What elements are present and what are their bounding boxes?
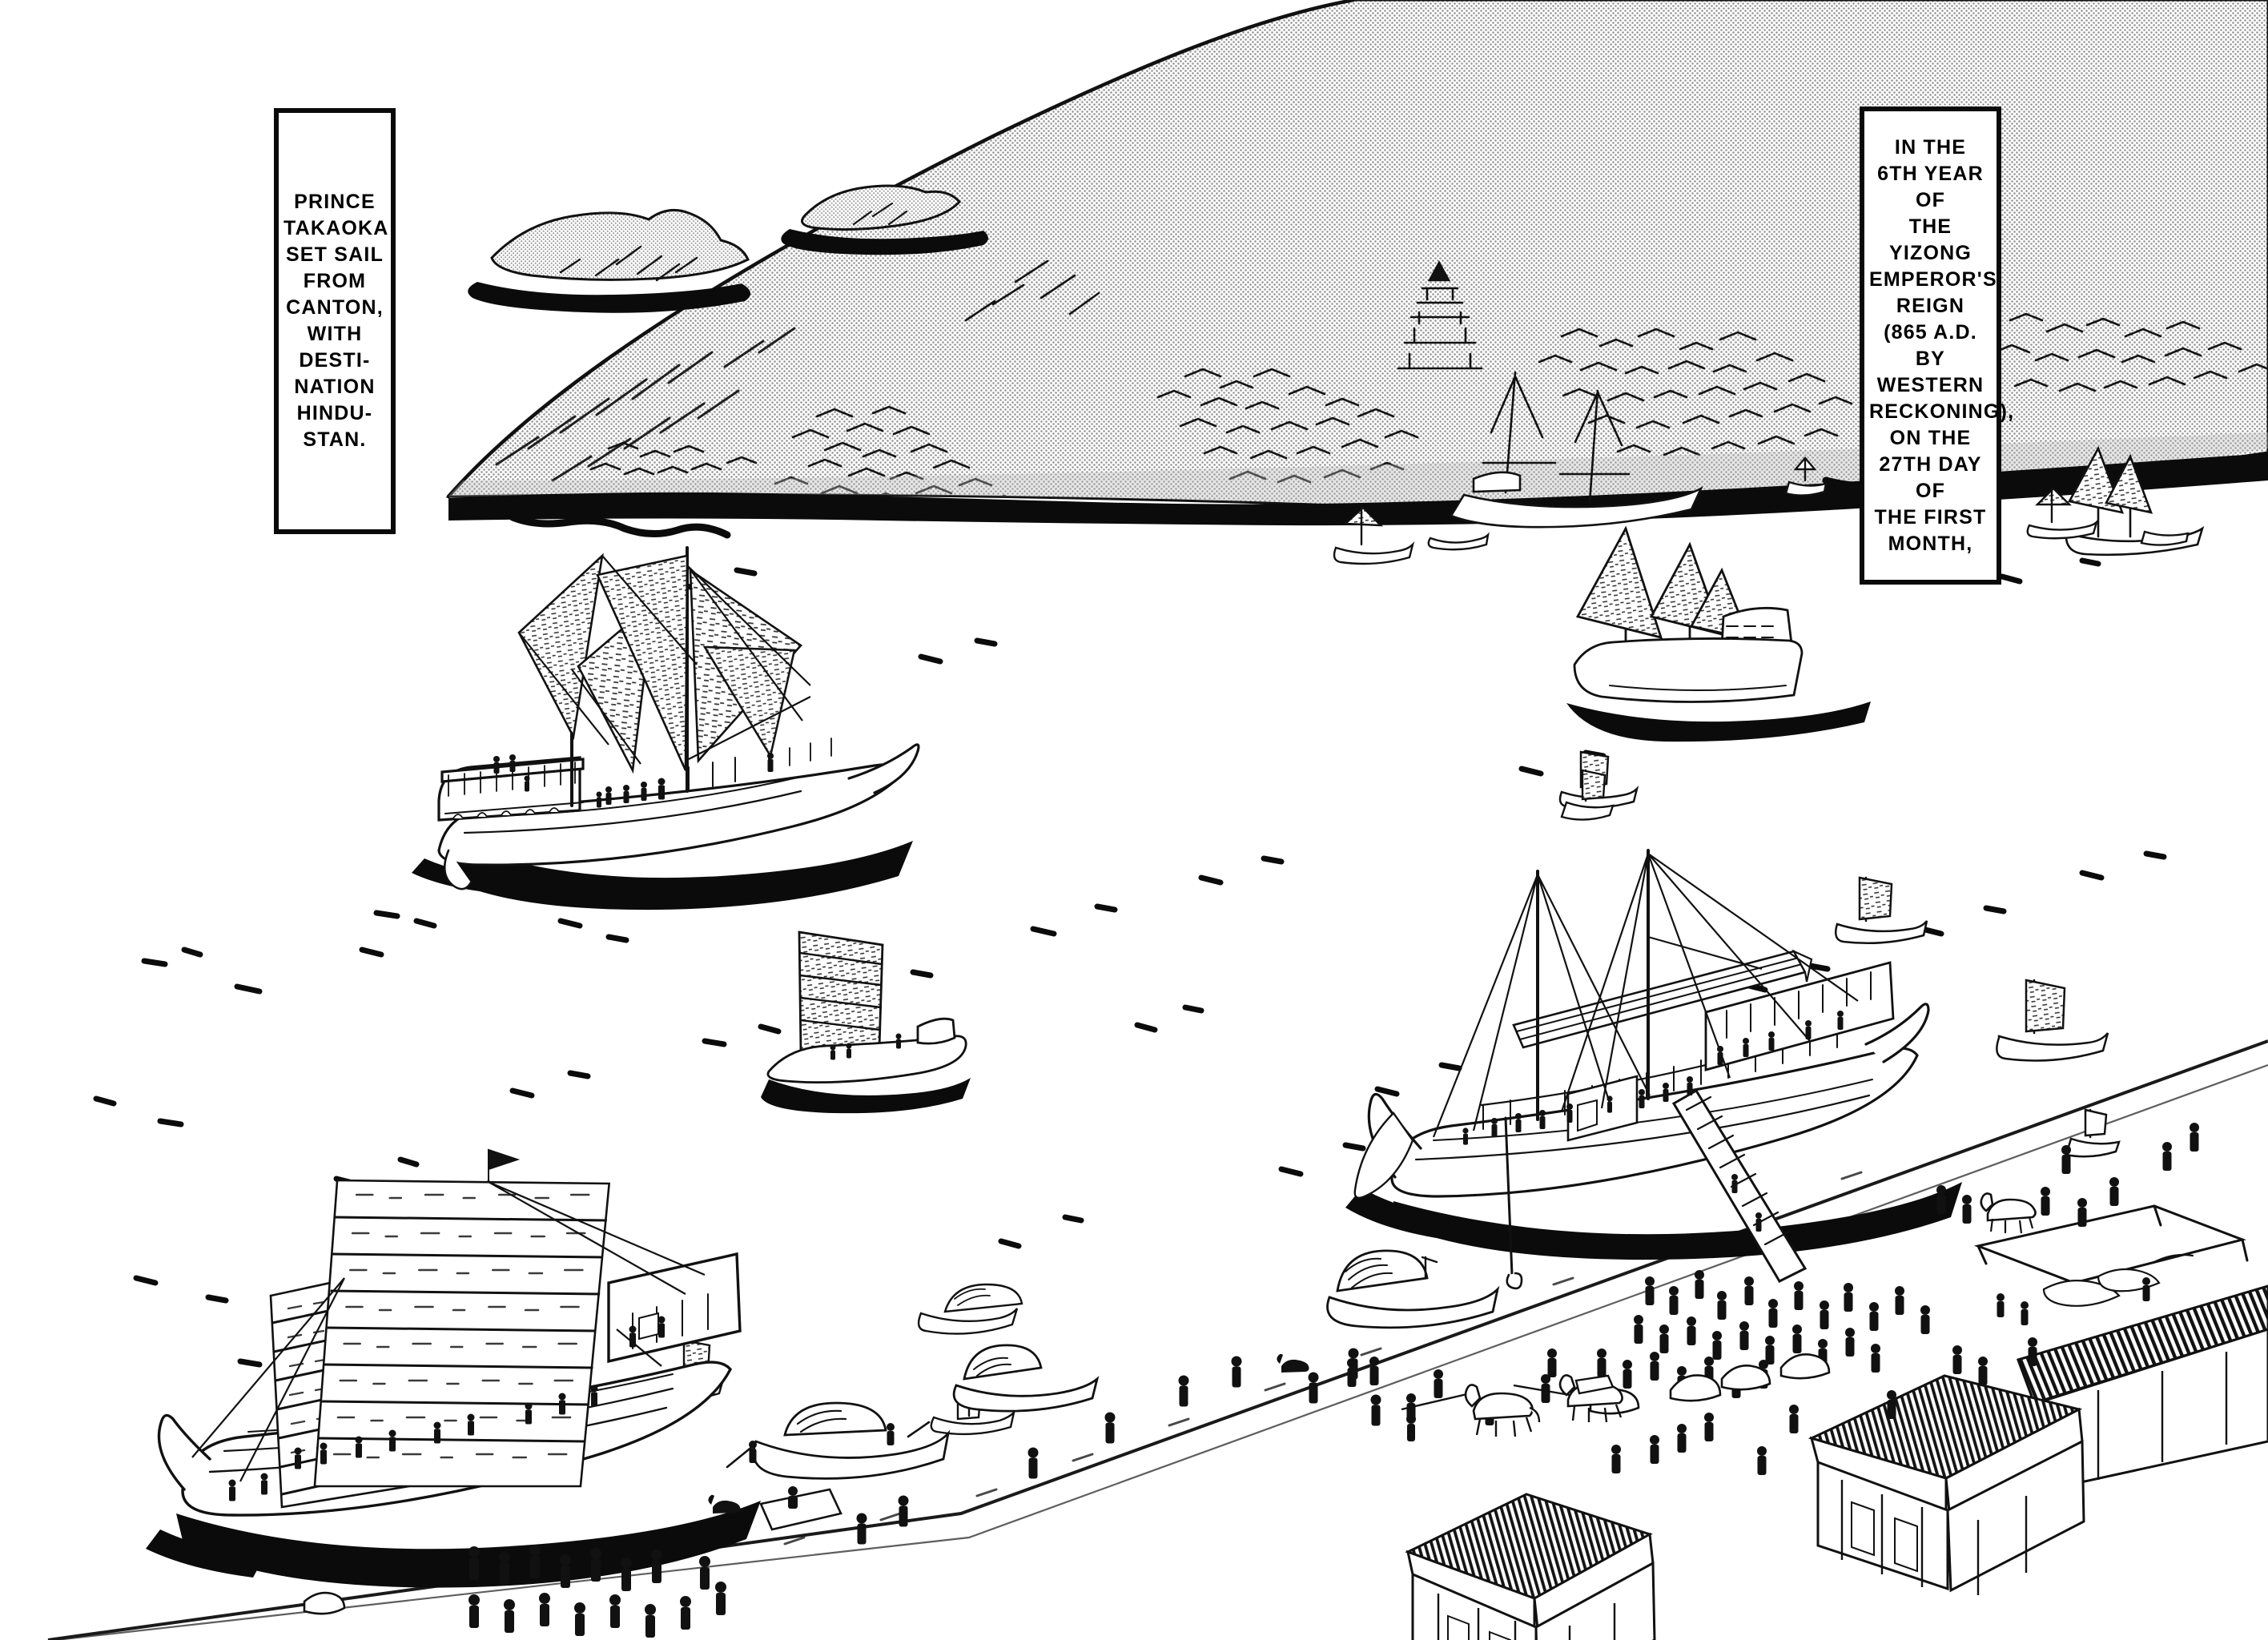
- rowboat-center: [726, 1401, 951, 1480]
- sampan-cluster-coast: [1333, 456, 2190, 565]
- moored-ship-coast: [1450, 371, 1703, 529]
- island-left: [468, 208, 751, 313]
- headland: [445, 0, 2268, 539]
- junk-docked-right: [1345, 849, 1962, 1290]
- island-right: [781, 184, 988, 255]
- junk-mid-water: [761, 931, 971, 1114]
- narration-box-right: IN THE 6TH YEAR OF THE YIZONG EMPEROR'S …: [1860, 107, 2015, 585]
- narration-text-right: IN THE 6TH YEAR OF THE YIZONG EMPEROR'S …: [1869, 135, 2015, 555]
- animals: [303, 1192, 2037, 1615]
- junk-foreground-left: [146, 1148, 761, 1588]
- market-awning: [1973, 1204, 2249, 1325]
- junk-tiny-mid-right: [1558, 750, 2121, 1158]
- pack-animal-train: [1401, 1384, 1570, 1411]
- narration-box-left: PRINCE TAKAOKA SET SAIL FROM CANTON, WIT…: [274, 108, 396, 534]
- village-buildings: [1405, 1284, 2268, 1640]
- junk-right-bay: [1566, 525, 1871, 742]
- junk-center-left: [412, 546, 920, 910]
- narration-text-left: PRINCE TAKAOKA SET SAIL FROM CANTON, WIT…: [284, 191, 389, 451]
- pagoda: [1397, 260, 1483, 370]
- covered-sampan: [952, 1249, 1500, 1413]
- junk-small-upper-right: [2065, 445, 2205, 557]
- gangplank: [1671, 1088, 1808, 1283]
- crowd-figures: [468, 1123, 2199, 1638]
- hillside-rooftops: [589, 312, 2268, 507]
- main-sail: [313, 1148, 611, 1488]
- crew-figures: [493, 753, 774, 808]
